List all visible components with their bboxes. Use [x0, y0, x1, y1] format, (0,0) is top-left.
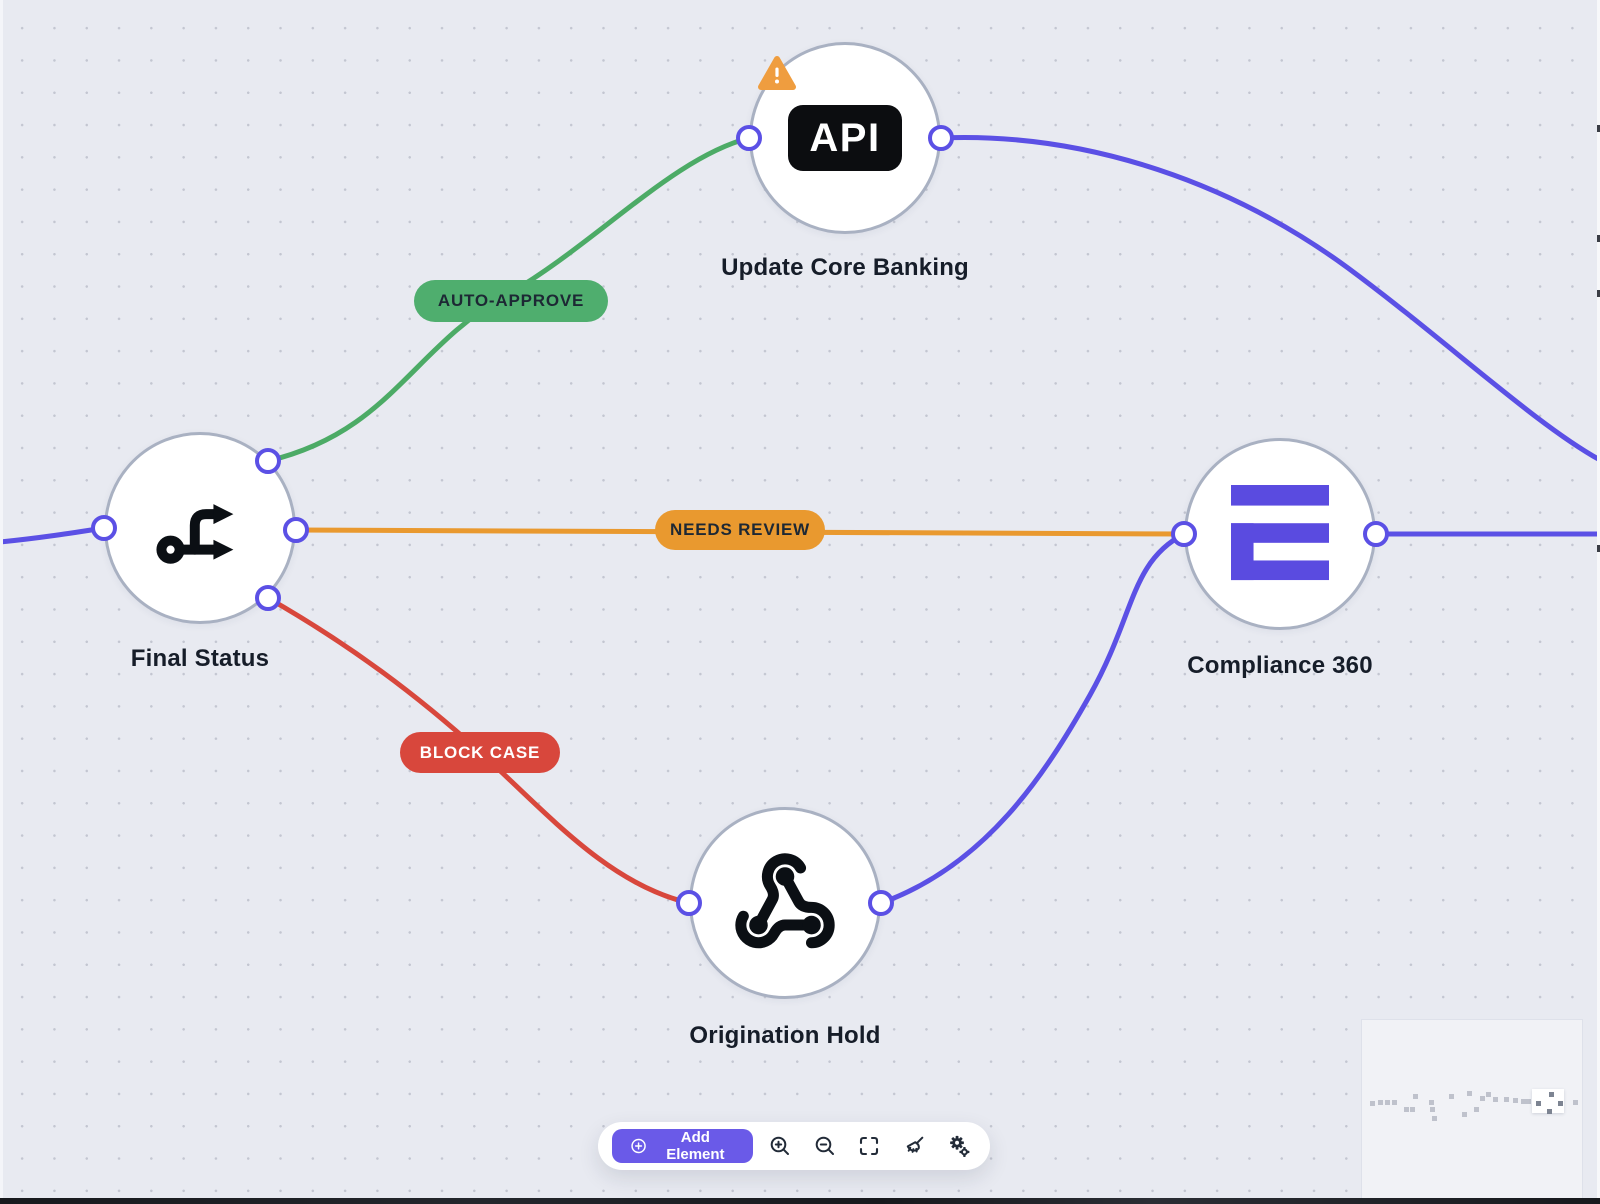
node-label-update-core-banking: Update Core Banking	[721, 254, 969, 281]
handle-update-core-banking-in[interactable]	[736, 125, 762, 151]
split-branch-icon	[156, 504, 234, 564]
automation-settings-button[interactable]	[941, 1126, 976, 1166]
minimap-node-dot	[1526, 1099, 1531, 1104]
minimap-node-dot	[1378, 1100, 1383, 1105]
node-origination-hold[interactable]	[689, 807, 881, 999]
edge-label-needs-review[interactable]: NEEDS REVIEW	[655, 510, 825, 550]
plus-circle-icon	[631, 1138, 646, 1154]
minimap-node-dot	[1392, 1100, 1397, 1105]
minimap-node-dot	[1430, 1107, 1435, 1112]
handle-final-status-out-mid[interactable]	[283, 517, 309, 543]
handle-origination-hold-out[interactable]	[868, 890, 894, 916]
settings-gears-icon	[949, 1135, 970, 1157]
minimap-node-dot	[1449, 1094, 1454, 1099]
handle-final-status-out-bottom[interactable]	[255, 585, 281, 611]
edge-artifact	[1597, 125, 1600, 132]
minimap-node-dot	[1480, 1096, 1485, 1101]
handle-final-status-out-top[interactable]	[255, 448, 281, 474]
minimap-node-dot	[1547, 1109, 1552, 1114]
node-compliance-360[interactable]	[1184, 438, 1376, 630]
minimap-node-dot	[1462, 1112, 1467, 1117]
fit-view-icon	[860, 1136, 879, 1156]
minimap-node-dot	[1504, 1097, 1509, 1102]
minimap-node-dot	[1413, 1094, 1418, 1099]
minimap-node-dot	[1410, 1107, 1415, 1112]
clean-canvas-button[interactable]	[897, 1126, 932, 1166]
minimap-node-dot	[1558, 1101, 1563, 1106]
canvas-toolbar: Add Element	[598, 1122, 990, 1170]
edge-artifact	[1597, 545, 1600, 552]
edge-artifact	[1597, 235, 1600, 242]
handle-compliance-360-out[interactable]	[1363, 521, 1389, 547]
minimap-node-dot	[1486, 1092, 1491, 1097]
minimap-node-dot	[1549, 1092, 1554, 1097]
minimap-node-dot	[1404, 1107, 1409, 1112]
clean-canvas-icon	[906, 1136, 924, 1153]
handle-update-core-banking-out[interactable]	[928, 125, 954, 151]
minimap-node-dot	[1432, 1116, 1437, 1121]
node-label-compliance-360: Compliance 360	[1187, 652, 1373, 679]
right-edge-line	[1597, 0, 1600, 1204]
left-edge-line	[0, 0, 3, 1204]
handle-compliance-360-in[interactable]	[1171, 521, 1197, 547]
zoom-in-button[interactable]	[763, 1126, 798, 1166]
minimap-node-dot	[1474, 1107, 1479, 1112]
minimap-node-dot	[1429, 1100, 1434, 1105]
minimap-node-dot	[1536, 1101, 1541, 1106]
node-label-origination-hold: Origination Hold	[689, 1022, 881, 1049]
zoom-in-icon	[770, 1136, 789, 1155]
fit-view-button[interactable]	[852, 1126, 887, 1166]
add-element-button[interactable]: Add Element	[612, 1129, 753, 1163]
edge-api-outgoing[interactable]	[938, 135, 1600, 463]
edge-hold-to-compliance[interactable]	[878, 531, 1187, 906]
compliance-360-logo-icon	[1231, 485, 1329, 581]
minimap-node-dot	[1370, 1101, 1375, 1106]
webhook-icon	[735, 853, 835, 949]
add-element-label: Add Element	[666, 1129, 725, 1163]
warning-triangle-icon	[758, 56, 796, 90]
minimap-node-dot	[1521, 1099, 1526, 1104]
edge-label-auto-approve[interactable]: AUTO-APPROVE	[414, 280, 608, 322]
zoom-out-button[interactable]	[807, 1126, 842, 1166]
minimap[interactable]	[1362, 1020, 1582, 1198]
handle-origination-hold-in[interactable]	[676, 890, 702, 916]
api-badge-icon: API	[788, 105, 902, 171]
edge-incoming-left[interactable]	[0, 525, 107, 545]
minimap-node-dot	[1385, 1100, 1390, 1105]
node-label-final-status: Final Status	[130, 645, 270, 672]
taskbar-edge	[0, 1198, 1600, 1204]
zoom-out-icon	[815, 1136, 834, 1155]
minimap-node-dot	[1513, 1098, 1518, 1103]
handle-final-status-in[interactable]	[91, 515, 117, 541]
edge-label-block-case[interactable]: BLOCK CASE	[400, 732, 560, 773]
edge-artifact	[1597, 290, 1600, 297]
minimap-node-dot	[1573, 1100, 1578, 1105]
minimap-node-dot	[1493, 1097, 1498, 1102]
minimap-node-dot	[1467, 1091, 1472, 1096]
